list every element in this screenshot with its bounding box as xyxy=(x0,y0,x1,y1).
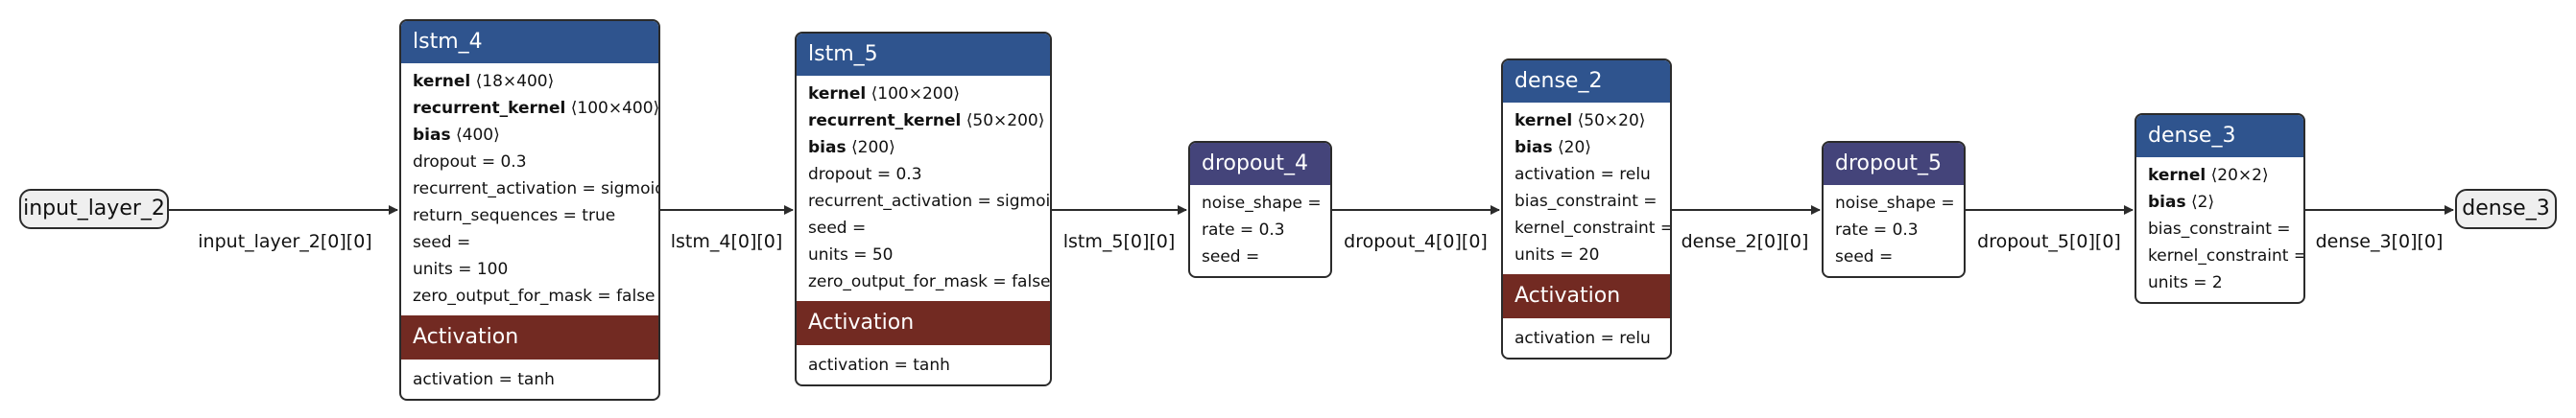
edge-label-lstm-5: lstm_5[0][0] xyxy=(1062,231,1176,252)
dense-3-header: dense_3 xyxy=(2136,115,2303,157)
lstm-5-activation-header: Activation xyxy=(797,301,1050,345)
dense-3-attr: units = 2 xyxy=(2148,273,2223,292)
lstm-4-attr: units = 100 xyxy=(413,260,509,279)
lstm-4-attr: recurrent_activation = sigmoid xyxy=(413,179,660,198)
dense-2-node[interactable]: dense_2 kernel ⟨50×20⟩ bias ⟨20⟩ activat… xyxy=(1501,58,1672,360)
lstm-4-activation-header: Activation xyxy=(401,315,658,360)
lstm-4-param-kernel: kernel ⟨18×400⟩ xyxy=(413,72,555,91)
dense-2-param-bias: bias ⟨20⟩ xyxy=(1515,138,1591,157)
edge-label-lstm-4: lstm_4[0][0] xyxy=(670,231,783,252)
edge-label-dense-2: dense_2[0][0] xyxy=(1681,231,1809,252)
lstm-4-param-recurrent-kernel: recurrent_kernel ⟨100×400⟩ xyxy=(413,99,660,118)
lstm-5-activation-value: activation = tanh xyxy=(808,356,950,375)
lstm-4-attr: return_sequences = true xyxy=(413,206,616,225)
dropout-5-header: dropout_5 xyxy=(1824,143,1964,185)
input-layer-node[interactable]: input_layer_2 xyxy=(19,189,169,229)
input-layer-label: input_layer_2 xyxy=(23,197,165,221)
lstm-5-activation-body: activation = tanh xyxy=(797,345,1050,384)
lstm-4-activation-body: activation = tanh xyxy=(401,360,658,399)
dropout-5-body: noise_shape = rate = 0.3 seed = xyxy=(1824,185,1964,276)
lstm-5-param-bias: bias ⟨200⟩ xyxy=(808,138,895,157)
dense-2-activation-body: activation = relu xyxy=(1503,318,1670,358)
dense-2-attr: units = 20 xyxy=(1515,245,1600,265)
lstm-4-attr: seed = xyxy=(413,233,471,252)
lstm-4-attr: dropout = 0.3 xyxy=(413,152,527,172)
dropout-4-node[interactable]: dropout_4 noise_shape = rate = 0.3 seed … xyxy=(1188,141,1332,278)
dense-2-activation-value: activation = relu xyxy=(1515,329,1651,348)
dense-2-attr: kernel_constraint = xyxy=(1515,219,1672,238)
dense-3-param-bias: bias ⟨2⟩ xyxy=(2148,193,2215,212)
lstm-5-header: lstm_5 xyxy=(797,34,1050,76)
dropout-4-attr: noise_shape = xyxy=(1202,194,1322,213)
output-layer-label: dense_3 xyxy=(2462,197,2550,221)
lstm-4-header: lstm_4 xyxy=(401,21,658,63)
dense-2-param-kernel: kernel ⟨50×20⟩ xyxy=(1515,111,1646,130)
dropout-5-attr: noise_shape = xyxy=(1835,194,1955,213)
dropout-5-attr: seed = xyxy=(1835,247,1894,267)
dropout-4-attr: seed = xyxy=(1202,247,1260,267)
lstm-4-node[interactable]: lstm_4 kernel ⟨18×400⟩ recurrent_kernel … xyxy=(399,19,660,401)
dense-3-attr: kernel_constraint = xyxy=(2148,246,2305,266)
dense-2-attr: bias_constraint = xyxy=(1515,192,1658,211)
edge-label-dense-3: dense_3[0][0] xyxy=(2315,231,2444,252)
dense-3-body: kernel ⟨20×2⟩ bias ⟨2⟩ bias_constraint =… xyxy=(2136,157,2303,302)
lstm-4-activation-value: activation = tanh xyxy=(413,370,555,389)
output-layer-node[interactable]: dense_3 xyxy=(2455,189,2557,229)
dense-2-activation-header: Activation xyxy=(1503,274,1670,318)
dropout-4-body: noise_shape = rate = 0.3 seed = xyxy=(1190,185,1330,276)
lstm-4-body: kernel ⟨18×400⟩ recurrent_kernel ⟨100×40… xyxy=(401,63,658,315)
dense-3-param-kernel: kernel ⟨20×2⟩ xyxy=(2148,166,2269,185)
lstm-5-param-recurrent-kernel: recurrent_kernel ⟨50×200⟩ xyxy=(808,111,1045,130)
dropout-5-attr: rate = 0.3 xyxy=(1835,221,1919,240)
lstm-5-attr: seed = xyxy=(808,219,867,238)
dense-2-attr: activation = relu xyxy=(1515,165,1651,184)
lstm-5-attr: units = 50 xyxy=(808,245,894,265)
lstm-5-attr: recurrent_activation = sigmoid xyxy=(808,192,1052,211)
lstm-4-param-bias: bias ⟨400⟩ xyxy=(413,126,500,145)
lstm-5-attr: dropout = 0.3 xyxy=(808,165,922,184)
edge-label-dropout-5: dropout_5[0][0] xyxy=(1977,231,2121,252)
dropout-5-node[interactable]: dropout_5 noise_shape = rate = 0.3 seed … xyxy=(1822,141,1966,278)
dense-3-node[interactable]: dense_3 kernel ⟨20×2⟩ bias ⟨2⟩ bias_cons… xyxy=(2135,113,2305,304)
dense-2-header: dense_2 xyxy=(1503,60,1670,103)
edge-label-input-layer-2: input_layer_2[0][0] xyxy=(198,231,372,252)
edge-label-dropout-4: dropout_4[0][0] xyxy=(1344,231,1488,252)
dense-2-body: kernel ⟨50×20⟩ bias ⟨20⟩ activation = re… xyxy=(1503,103,1670,274)
lstm-5-body: kernel ⟨100×200⟩ recurrent_kernel ⟨50×20… xyxy=(797,76,1050,301)
dense-3-attr: bias_constraint = xyxy=(2148,220,2291,239)
dropout-4-header: dropout_4 xyxy=(1190,143,1330,185)
lstm-5-node[interactable]: lstm_5 kernel ⟨100×200⟩ recurrent_kernel… xyxy=(795,32,1052,386)
lstm-5-attr: zero_output_for_mask = false xyxy=(808,272,1051,291)
dropout-4-attr: rate = 0.3 xyxy=(1202,221,1285,240)
lstm-4-attr: zero_output_for_mask = false xyxy=(413,287,656,306)
lstm-5-param-kernel: kernel ⟨100×200⟩ xyxy=(808,84,961,104)
